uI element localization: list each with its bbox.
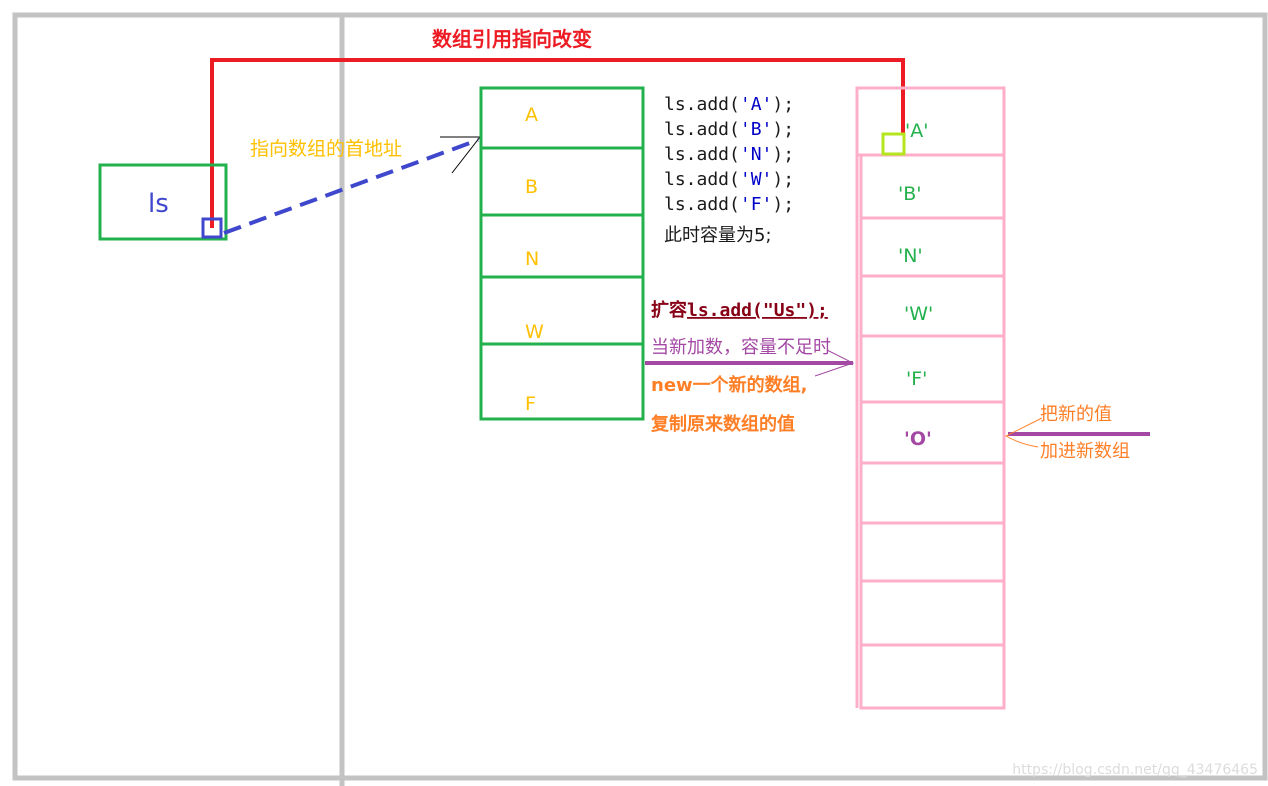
new-array-cell: [859, 216, 1006, 278]
outer-frame: [12, 12, 1268, 781]
new-array-value: 'F': [906, 368, 927, 390]
old-array: A B N W F: [479, 86, 645, 421]
ls-pointer-cell: [201, 217, 223, 239]
new-array-cell: [859, 334, 1006, 404]
pointer-arrow-head: [440, 136, 482, 174]
old-array-cell: [479, 86, 645, 150]
expand-line: 扩容ls.add("Us");: [651, 299, 828, 321]
code-line: ls.add('B');: [664, 119, 794, 140]
old-array-value: F: [525, 393, 536, 415]
new-array-cell: [859, 643, 1006, 710]
ls-label: ls: [148, 189, 169, 219]
old-array-value: W: [525, 321, 544, 343]
old-array-cell: [479, 213, 645, 279]
add-arrow-head: [1004, 417, 1043, 448]
new-array: 'A' 'B' 'N' 'W' 'F' 'O': [855, 86, 1006, 710]
code-line: ls.add('A');: [664, 94, 794, 115]
new-array-cell: [859, 461, 1006, 525]
ls-variable-box: [98, 163, 228, 241]
title-text: 数组引用指向改变: [432, 27, 592, 51]
old-array-value: A: [525, 104, 538, 126]
copy-arrow-head: [814, 349, 855, 377]
code-line: ls.add('F');: [664, 194, 794, 215]
new-array-value: 'O': [904, 428, 932, 450]
pointer-label: 指向数组的首地址: [250, 138, 402, 160]
add-note-line2: 加进新数组: [1040, 441, 1130, 462]
code-line: ls.add('N');: [664, 144, 794, 165]
old-array-value: N: [525, 248, 539, 270]
new-array-cell: [859, 400, 1006, 465]
new-array-pointer-cell: [881, 132, 906, 156]
new-array-cell: [859, 579, 1006, 647]
code-block: ls.add('A'); ls.add('B'); ls.add('N'); l…: [664, 94, 794, 215]
expand-code: ls.add("Us");: [687, 300, 828, 321]
add-note-line1: 把新的值: [1040, 404, 1112, 425]
new-array-value: 'N': [898, 245, 923, 267]
new-array-value: 'W': [904, 303, 933, 325]
expand-label: 扩容: [651, 299, 687, 321]
reference-change-line: [210, 58, 905, 228]
capacity-note: 此时容量为5;: [664, 225, 772, 246]
watermark: https://blog.csdn.net/qq_43476465: [1012, 762, 1258, 778]
expand-step1: new一个新的数组,: [651, 374, 808, 396]
old-array-cell: [479, 146, 645, 217]
code-line: ls.add('W');: [664, 169, 794, 190]
expand-step2: 复制原来数组的值: [650, 413, 795, 435]
new-array-cell: [855, 86, 1006, 157]
new-array-cell: [859, 153, 1006, 220]
new-array-cell: [859, 521, 1006, 583]
expand-condition: 当新加数，容量不足时: [651, 337, 831, 358]
old-array-value: B: [525, 176, 538, 198]
old-array-cell: [479, 342, 645, 421]
old-array-cell: [479, 275, 645, 346]
new-array-value: 'B': [898, 183, 921, 205]
new-array-value: 'A': [905, 120, 928, 142]
pointer-dashed-line: [223, 138, 479, 235]
